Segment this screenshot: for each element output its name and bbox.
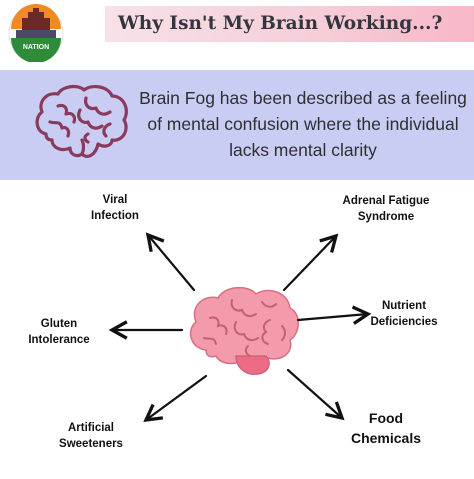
arrow-viral-infection	[148, 235, 196, 292]
brain-outline-icon	[32, 82, 132, 164]
cause-food-chemicals: Food Chemicals	[340, 408, 432, 448]
logo-text: NATION	[23, 44, 49, 51]
brain-icon	[189, 286, 299, 375]
cause-line: Adrenal Fatigue	[342, 195, 430, 207]
cause-line: Infection	[91, 210, 139, 222]
cause-adrenal-fatigue-syndrome: Adrenal Fatigue Syndrome	[330, 193, 442, 225]
causes-diagram	[0, 180, 474, 474]
cause-line: Deficiencies	[370, 316, 438, 328]
arrow-nutrient-deficiencies	[296, 314, 368, 320]
cause-gluten-intolerance: Gluten Intolerance	[14, 316, 104, 348]
cause-line: Viral	[102, 194, 128, 206]
cause-line: Chemicals	[350, 430, 422, 446]
brand-logo: NATION	[8, 4, 64, 63]
cause-line: Gluten	[40, 318, 78, 330]
cause-line: Food	[368, 410, 404, 426]
arrow-adrenal-fatigue	[282, 236, 336, 292]
arrows	[112, 235, 368, 420]
arrow-food-chemicals	[286, 368, 342, 418]
cause-viral-infection: Viral Infection	[76, 192, 154, 224]
cause-line: Intolerance	[28, 334, 90, 346]
cause-artificial-sweeteners: Artificial Sweeteners	[48, 420, 134, 452]
info-description: Brain Fog has been described as a feelin…	[139, 88, 467, 160]
cause-line: Syndrome	[357, 211, 415, 223]
title-banner	[105, 6, 474, 42]
cause-line: Artificial	[67, 422, 114, 434]
cause-nutrient-deficiencies: Nutrient Deficiencies	[360, 298, 448, 330]
page-title: Why Isn't My Brain Working...?	[118, 13, 443, 34]
arrow-artificial-sweeteners	[146, 374, 208, 420]
cause-line: Sweeteners	[59, 438, 123, 450]
cause-line: Nutrient	[381, 300, 427, 312]
